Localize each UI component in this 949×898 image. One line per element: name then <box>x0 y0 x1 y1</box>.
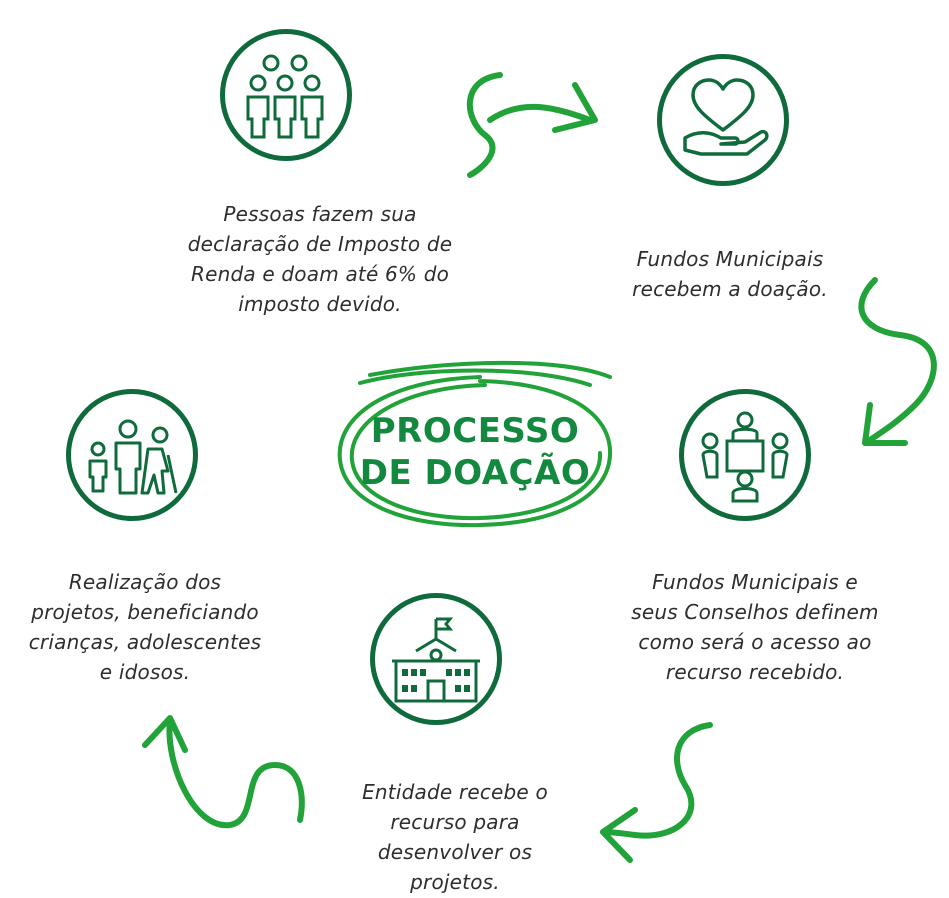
step-4-caption: Entidade recebe o recurso para desenvolv… <box>320 777 590 897</box>
family-generations-icon <box>88 419 178 495</box>
caption-line: e idosos. <box>99 660 191 684</box>
step-4-circle <box>370 593 502 725</box>
arrow-step2-to-step3-icon <box>858 277 937 446</box>
title-line-2: DE DOAÇÃO <box>359 453 591 493</box>
caption-line: Pessoas fazem sua <box>223 202 417 226</box>
caption-line: Fundos Municipais e <box>652 570 858 594</box>
caption-line: como será o acesso ao <box>638 630 872 654</box>
caption-line: projetos, beneficiando <box>31 600 259 624</box>
scribble-circle-icon <box>337 360 613 528</box>
step-1-circle <box>220 29 352 161</box>
caption-line: recurso recebido. <box>665 660 845 684</box>
heart-in-hand-icon <box>683 78 769 156</box>
arrow-step1-to-step2-icon <box>466 72 598 178</box>
step-3-caption: Fundos Municipais e seus Conselhos defin… <box>600 567 910 687</box>
caption-line: Entidade recebe o <box>362 780 548 804</box>
caption-line: projetos. <box>410 870 500 894</box>
title-text: PROCESSO DE DOAÇÃO <box>330 355 620 494</box>
title-line-1: PROCESSO <box>370 411 580 451</box>
step-5-circle <box>66 389 198 521</box>
caption-line: Fundos Municipais <box>636 247 824 271</box>
people-group-icon <box>246 54 324 139</box>
step-3-circle <box>679 389 811 521</box>
arrow-step5-to-step1-icon <box>142 715 305 829</box>
caption-line: imposto devido. <box>238 292 402 316</box>
process-title: PROCESSO DE DOAÇÃO <box>330 355 620 540</box>
caption-line: crianças, adolescentes <box>28 630 262 654</box>
school-building-icon <box>392 617 480 703</box>
caption-line: Realização dos <box>68 570 222 594</box>
caption-line: declaração de Imposto de <box>187 232 453 256</box>
caption-line: desenvolver os <box>377 840 533 864</box>
meeting-table-icon <box>701 411 789 503</box>
arrow-step3-to-step4-icon <box>600 722 713 863</box>
step-5-caption: Realização dos projetos, beneficiando cr… <box>0 567 290 687</box>
caption-line: recurso para <box>390 810 520 834</box>
caption-line: seus Conselhos definem <box>631 600 879 624</box>
caption-line: recebem a doação. <box>632 277 828 301</box>
step-2-circle <box>657 54 789 186</box>
step-2-caption: Fundos Municipais recebem a doação. <box>590 244 870 304</box>
caption-line: Renda e doam até 6% do <box>190 262 450 286</box>
step-1-caption: Pessoas fazem sua declaração de Imposto … <box>150 199 490 319</box>
